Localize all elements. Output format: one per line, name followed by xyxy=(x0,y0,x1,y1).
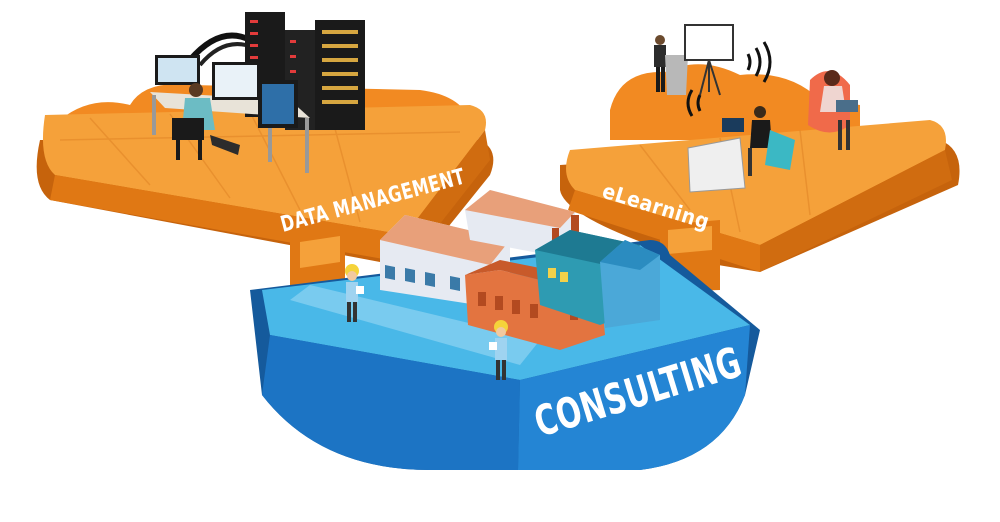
elearning-illustration xyxy=(654,24,858,193)
worker-illustration xyxy=(489,320,508,380)
building-icon xyxy=(465,190,575,260)
worker-illustration xyxy=(345,264,364,322)
server-room-illustration xyxy=(150,12,365,173)
student-desk-illustration xyxy=(687,106,795,193)
elearning-platform xyxy=(560,120,960,272)
student-chair-illustration xyxy=(808,70,858,150)
building-icon xyxy=(600,240,660,328)
whiteboard-icon xyxy=(684,24,734,96)
factory-illustration xyxy=(380,190,660,350)
person-at-desk-illustration xyxy=(172,83,240,160)
presenter-illustration xyxy=(654,35,688,95)
monitor-icon xyxy=(155,55,298,128)
wifi-signal-icon xyxy=(686,41,772,117)
